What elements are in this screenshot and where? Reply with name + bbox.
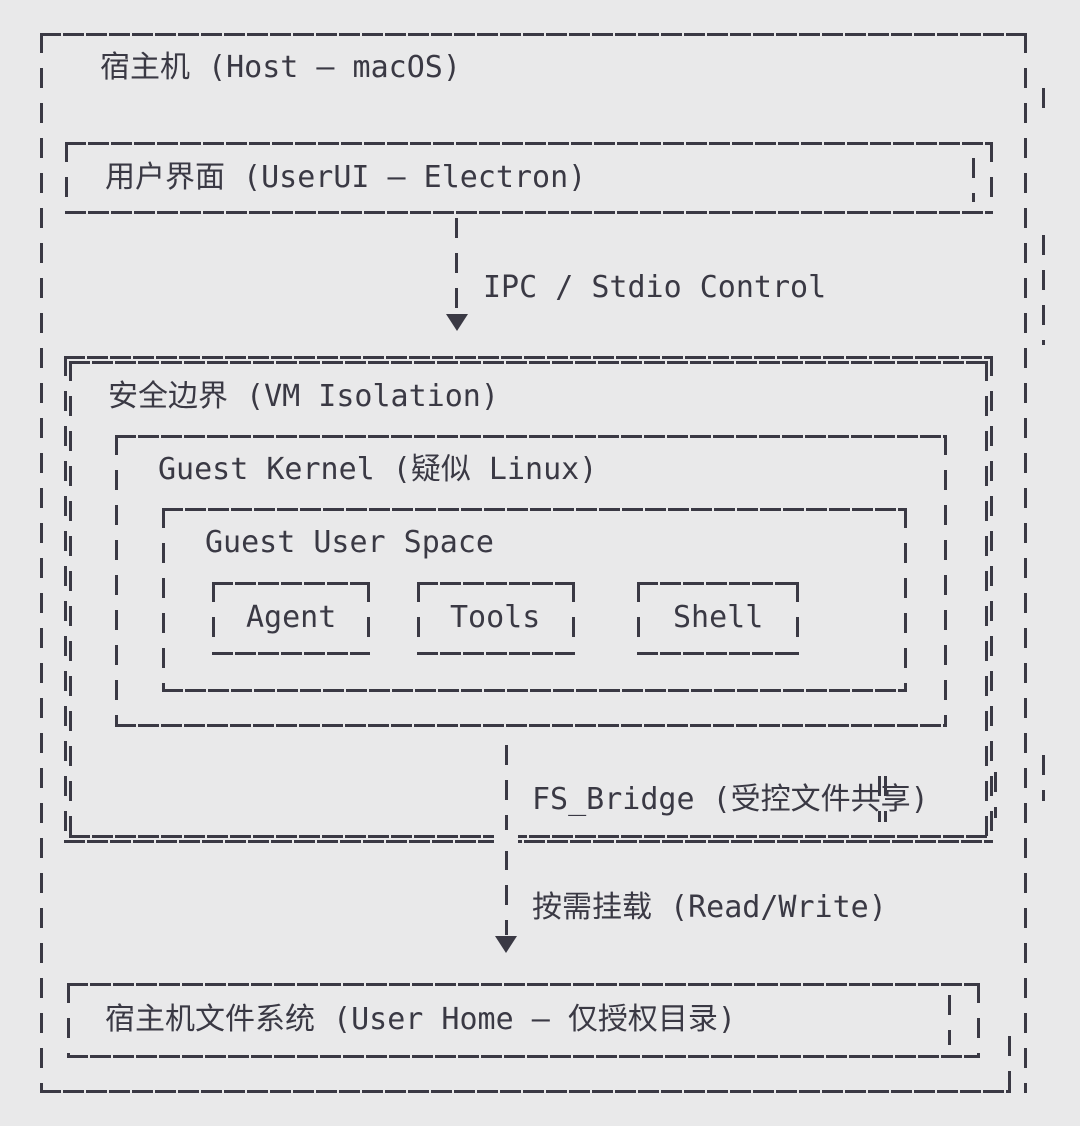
ipc-arrowhead-icon <box>446 314 468 331</box>
border-line <box>162 508 165 692</box>
border-line <box>115 724 947 727</box>
border-line <box>64 356 993 359</box>
guest-user-space-label: Guest User Space <box>205 525 494 560</box>
agent-label: Agent <box>246 600 337 635</box>
border-line <box>64 356 67 843</box>
ipc-arrow-label: IPC / Stdio Control <box>483 270 827 305</box>
tools-box <box>417 582 575 655</box>
user-ui-box <box>65 142 993 214</box>
border-line <box>69 361 988 364</box>
fs-mount-label: 按需挂载 (Read/Write) <box>532 890 887 925</box>
border-line <box>637 652 799 655</box>
border-line <box>1008 1036 1011 1093</box>
line-crossing-gap <box>494 830 518 851</box>
border-line <box>115 435 118 727</box>
agent-box <box>212 582 370 655</box>
guest-user-space-box <box>162 508 907 692</box>
border-line <box>67 1055 980 1058</box>
border-line <box>212 652 370 655</box>
border-artifact <box>878 776 881 822</box>
border-line <box>69 361 72 838</box>
border-line <box>417 582 420 655</box>
border-line <box>1024 33 1027 1093</box>
border-line <box>212 582 370 585</box>
guest-kernel-label: Guest Kernel (疑似 Linux) <box>158 452 598 487</box>
border-line <box>985 361 988 838</box>
border-line <box>417 582 575 585</box>
border-line <box>40 33 1027 36</box>
vm-boundary-box <box>64 356 993 843</box>
border-line <box>65 142 993 145</box>
border-artifact <box>994 772 997 818</box>
border-line <box>212 582 215 655</box>
border-line <box>990 356 993 843</box>
host-box <box>40 33 1027 1093</box>
border-line <box>796 582 799 655</box>
vm-boundary-inner-border <box>69 361 988 838</box>
ipc-arrow-line <box>455 218 458 314</box>
border-artifact <box>972 158 975 202</box>
border-line <box>67 983 980 986</box>
border-line <box>572 582 575 655</box>
vm-boundary-label: 安全边界 (VM Isolation) <box>108 379 499 414</box>
border-line <box>67 983 70 1058</box>
shell-label: Shell <box>673 600 764 635</box>
border-line <box>977 983 980 1058</box>
host-filesystem-box <box>67 983 980 1058</box>
guest-kernel-box <box>115 435 947 727</box>
border-line <box>40 33 43 1093</box>
border-artifact <box>1042 235 1045 345</box>
border-line <box>162 508 907 511</box>
border-line <box>115 435 947 438</box>
border-artifact <box>884 776 887 822</box>
tools-label: Tools <box>450 600 541 635</box>
user-ui-label: 用户界面 (UserUI — Electron) <box>105 160 587 195</box>
border-artifact <box>1042 88 1045 122</box>
border-line <box>367 582 370 655</box>
border-line <box>637 582 640 655</box>
border-line <box>904 508 907 692</box>
border-line <box>162 689 907 692</box>
shell-box <box>637 582 799 655</box>
border-line <box>417 652 575 655</box>
border-line <box>40 1090 1011 1093</box>
border-line <box>944 435 947 727</box>
border-line <box>65 142 68 214</box>
host-label: 宿主机 (Host — macOS) <box>100 50 461 85</box>
border-line <box>65 211 993 214</box>
border-line <box>64 840 993 843</box>
fs-bridge-label: FS_Bridge (受控文件共享) <box>532 782 929 817</box>
border-artifact <box>1042 755 1045 801</box>
host-filesystem-label: 宿主机文件系统 (User Home — 仅授权目录) <box>105 1002 736 1037</box>
border-line <box>69 835 988 838</box>
border-line <box>990 142 993 214</box>
border-line <box>637 582 799 585</box>
border-artifact <box>948 995 951 1045</box>
fs-arrowhead-icon <box>495 936 517 953</box>
